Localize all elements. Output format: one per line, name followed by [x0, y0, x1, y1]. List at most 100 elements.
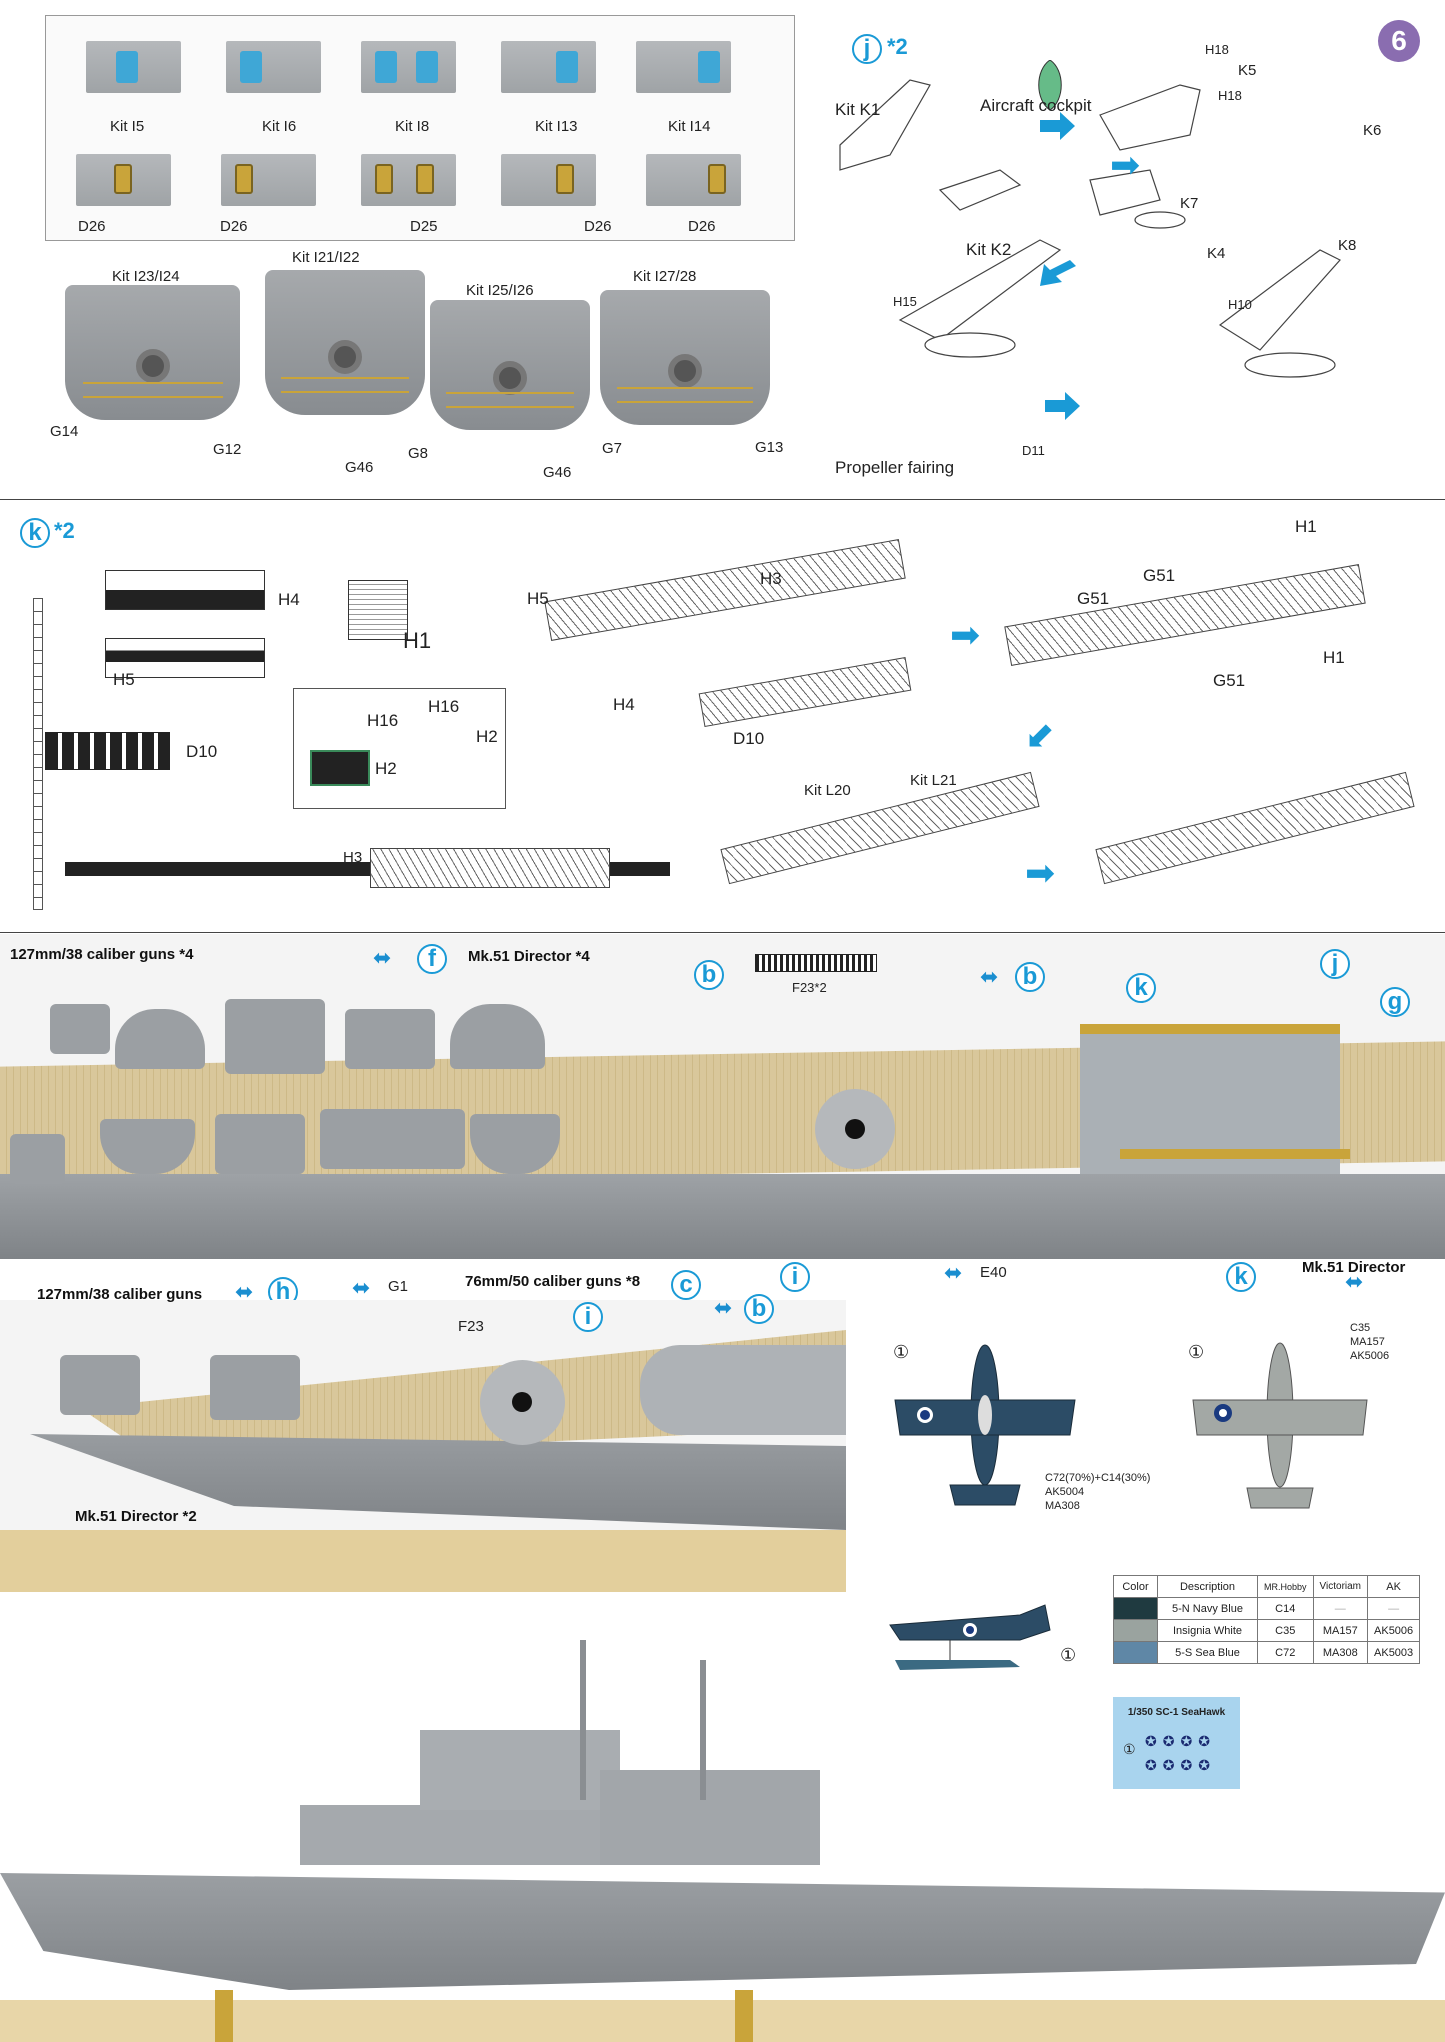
callout-j: j — [1320, 949, 1350, 979]
aircraft-top-view — [894, 1344, 1076, 1506]
kit-tile — [501, 41, 596, 93]
callout-decal-1: ① — [893, 1342, 910, 1362]
description-cell: Insignia White — [1157, 1619, 1258, 1642]
table-row: 5-N Navy Blue C14 — — — [1113, 1597, 1421, 1620]
part-label: Aircraft cockpit — [980, 96, 1092, 115]
victoriam-cell: MA157 — [1312, 1619, 1369, 1642]
swap-arrow-icon: ⬌ — [714, 1295, 733, 1320]
aircraft-assembly-diagram — [839, 60, 1341, 420]
part-label: H5 — [527, 589, 549, 608]
callout-mk51-director: Mk.51 Director — [1302, 1259, 1406, 1276]
part-label: H3 — [760, 569, 782, 588]
part-label: G7 — [602, 440, 623, 457]
callout-k: k — [1126, 973, 1156, 1003]
part-label: D26 — [78, 218, 106, 235]
etch-part-h5 — [105, 638, 265, 678]
paint-note: MA157 — [1350, 1336, 1385, 1348]
callout-i: i — [573, 1302, 603, 1332]
kit-tile — [361, 41, 456, 93]
detail-box — [293, 688, 506, 809]
aircraft-side-view — [889, 1604, 1051, 1670]
part-label: D10 — [186, 742, 218, 761]
table-header: MR.Hobby — [1257, 1575, 1314, 1598]
section-k-marker: k — [20, 518, 50, 548]
part-label: H18 — [1205, 42, 1229, 57]
part-label: H16 — [428, 697, 460, 716]
block-label: Kit I25/I26 — [466, 282, 534, 299]
part-label: G14 — [50, 423, 79, 440]
callout-b: b — [744, 1294, 774, 1324]
paint-note: AK5006 — [1350, 1350, 1390, 1362]
kit-tile — [226, 41, 321, 93]
swap-arrow-icon: ⬌ — [980, 964, 999, 989]
ship-side-photo — [0, 1620, 1445, 2042]
part-label: G46 — [345, 459, 374, 476]
swap-arrow-icon: ⬌ — [373, 945, 392, 970]
kit-tile — [501, 154, 596, 206]
part-label: H2 — [375, 759, 397, 778]
part-label: Kit K2 — [966, 240, 1012, 259]
decal-callout: ① — [1123, 1741, 1136, 1757]
callout-k: k — [1226, 1262, 1256, 1292]
color-swatch — [1113, 1641, 1158, 1664]
swap-arrow-icon: ⬌ — [235, 1279, 254, 1304]
victoriam-cell: — — [1312, 1597, 1369, 1620]
etch-strip-vertical — [33, 598, 43, 910]
part-label: G46 — [543, 464, 572, 481]
part-label: G51 — [1077, 589, 1110, 608]
callout-76mm-guns: 76mm/50 caliber guns *8 — [465, 1273, 641, 1290]
ak-cell: AK5006 — [1367, 1619, 1421, 1642]
callout-127mm-guns: 127mm/38 caliber guns *4 — [10, 946, 194, 963]
part-label: H1 — [1295, 517, 1317, 536]
part-label: H18 — [1218, 88, 1242, 103]
kit-tile — [221, 154, 316, 206]
deck-photo — [0, 934, 1445, 1259]
swap-arrow-icon: ⬌ — [1345, 1269, 1364, 1294]
part-label: H4 — [613, 695, 635, 714]
part-label: G51 — [1213, 671, 1246, 690]
decal-insignias: ✪✪✪✪✪✪✪✪ — [1145, 1733, 1216, 1773]
paint-note: C35 — [1350, 1322, 1371, 1334]
part-label: G12 — [213, 441, 242, 458]
next-arrow-icon: ➡ — [1110, 144, 1141, 185]
table-header: AK — [1367, 1575, 1421, 1598]
color-swatch — [1113, 1619, 1158, 1642]
etch-part-d10 — [45, 732, 170, 770]
part-label: Kit K1 — [835, 100, 881, 119]
table-row: 5-S Sea Blue C72 MA308 AK5003 — [1113, 1641, 1421, 1664]
kit-label: Kit I5 — [110, 118, 145, 135]
part-label: K4 — [1207, 245, 1226, 262]
part-label: H2 — [476, 727, 498, 746]
decal-sheet: 1/350 SC-1 SeaHawk ① ✪✪✪✪✪✪✪✪ — [1113, 1697, 1240, 1789]
block-label: Kit I27/28 — [633, 268, 697, 285]
part-label: G1 — [388, 1278, 409, 1295]
kit-tile — [636, 41, 731, 93]
aircraft-bottom-view — [1192, 1342, 1368, 1509]
mr-hobby-cell: C14 — [1257, 1597, 1314, 1620]
part-label: D25 — [410, 218, 438, 235]
table-header: Victoriam — [1312, 1575, 1369, 1598]
part-label: G8 — [408, 445, 429, 462]
part-label: G51 — [1143, 566, 1176, 585]
superstructure-block — [430, 300, 590, 430]
part-label: K7 — [1180, 195, 1199, 212]
table-header-row: Color Description MR.Hobby Victoriam AK — [1113, 1575, 1421, 1598]
part-label: D26 — [584, 218, 612, 235]
color-swatch — [1113, 1597, 1158, 1620]
callout-127mm-guns: 127mm/38 caliber guns — [37, 1286, 203, 1303]
top-panel — [0, 0, 1445, 500]
part-label: D26 — [688, 218, 716, 235]
ak-cell: AK5003 — [1367, 1641, 1421, 1664]
paint-note: MA308 — [1045, 1500, 1080, 1512]
part-label: H15 — [893, 294, 917, 309]
step-number-badge: 6 — [1378, 20, 1420, 62]
callout-b: b — [1015, 962, 1045, 992]
kit-label: Kit I6 — [262, 118, 297, 135]
kit-label: Kit I13 — [535, 118, 578, 135]
part-label: H16 — [367, 711, 399, 730]
part-label: F23 — [458, 1318, 484, 1335]
callout-i: i — [780, 1262, 810, 1292]
kit-tile — [361, 154, 456, 206]
superstructure-block — [265, 270, 425, 415]
part-label: H1 — [1323, 648, 1345, 667]
